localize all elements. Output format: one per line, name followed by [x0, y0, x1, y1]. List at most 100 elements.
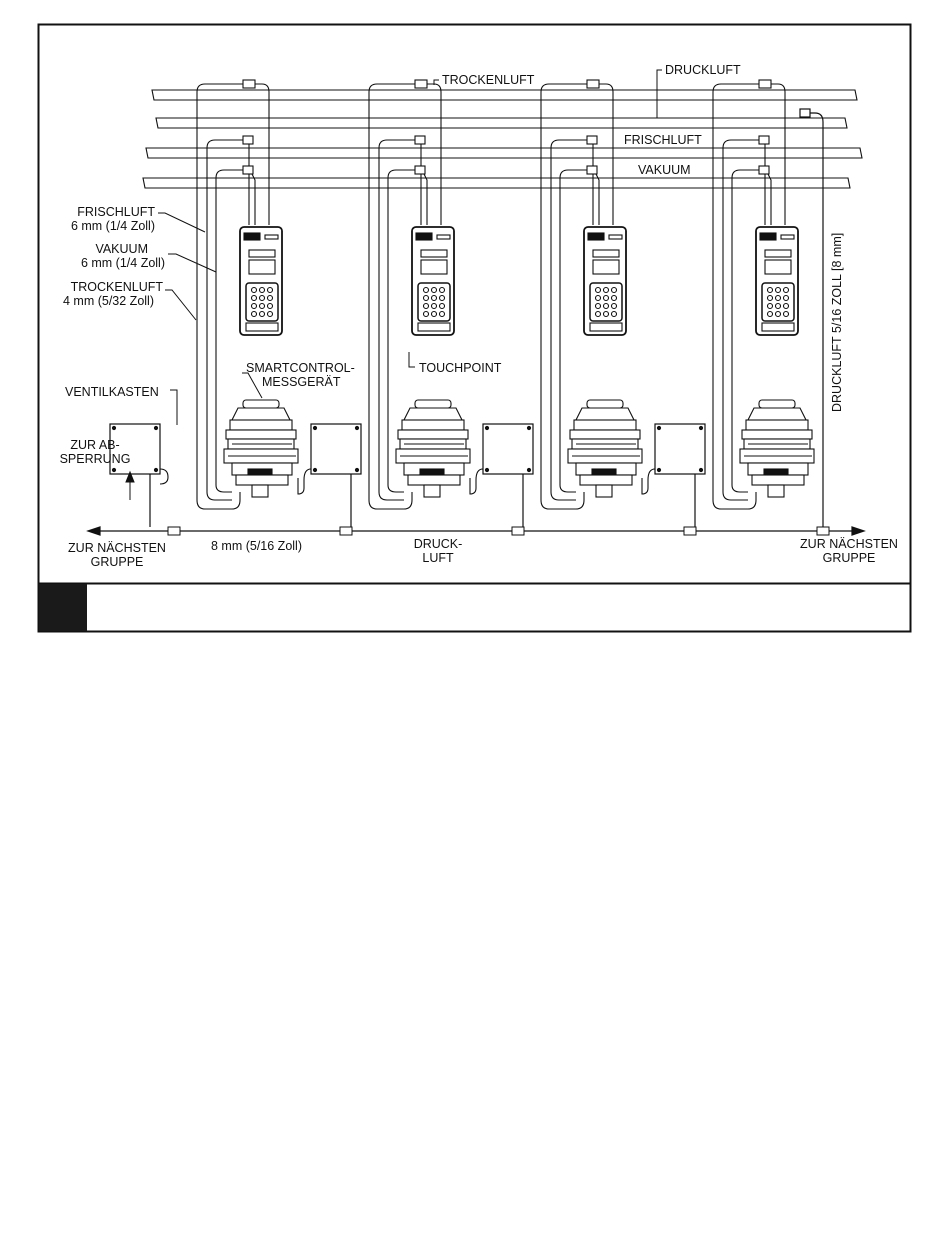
rail-fitting: [415, 166, 425, 174]
rail-fitting: [243, 80, 255, 88]
rail-fitting: [243, 136, 253, 144]
keypad-key: [440, 304, 445, 309]
box-body: [483, 424, 533, 474]
panel-logo: [416, 233, 432, 240]
meter-label: [764, 469, 788, 474]
meter-ring: [230, 420, 292, 430]
label-druckluft-bottom-line1: DRUCK-: [414, 537, 463, 551]
meter-cap: [759, 400, 795, 408]
keypad-key: [268, 304, 273, 309]
keypad-key: [596, 288, 601, 293]
panel-badge: [609, 235, 622, 239]
panel-footer: [762, 323, 794, 331]
label-druckluft-bottom-line2: LUFT: [422, 551, 454, 565]
keypad-key: [596, 312, 601, 317]
panel-screen: [593, 260, 619, 274]
panel-logo: [244, 233, 260, 240]
label-frischluft-rail: FRISCHLUFT: [624, 133, 702, 147]
meter-base: [408, 475, 460, 485]
label-ventilkasten: VENTILKASTEN: [65, 385, 159, 399]
keypad-key: [440, 296, 445, 301]
box-screw: [486, 469, 489, 472]
keypad-key: [432, 288, 437, 293]
panel-display: [249, 250, 275, 257]
rail-fitting: [415, 136, 425, 144]
tee-fitting: [817, 527, 829, 535]
panel-display: [421, 250, 447, 257]
meter-dome: [232, 408, 290, 420]
panel-logo: [760, 233, 776, 240]
rail-fitting: [587, 80, 599, 88]
rail-fitting: [759, 80, 771, 88]
panel-screen: [421, 260, 447, 274]
meter-label: [420, 469, 444, 474]
keypad-key: [784, 312, 789, 317]
box-screw: [658, 469, 661, 472]
keypad-key: [596, 296, 601, 301]
rail-fitting: [759, 136, 769, 144]
keypad-key: [604, 296, 609, 301]
meter-dome: [748, 408, 806, 420]
meter-ring: [574, 420, 636, 430]
panel-footer: [590, 323, 622, 331]
keypad-key: [260, 304, 265, 309]
keypad-key: [776, 288, 781, 293]
keypad-key: [252, 312, 257, 317]
meter-outlet: [596, 485, 612, 497]
keypad-key: [432, 312, 437, 317]
panel-badge: [437, 235, 450, 239]
rail-fitting: [243, 166, 253, 174]
box-body: [311, 424, 361, 474]
panel-screen: [249, 260, 275, 274]
label-smartcontrol-line1: SMARTCONTROL-: [246, 361, 355, 375]
box-screw: [113, 427, 116, 430]
keypad-key: [604, 304, 609, 309]
keypad-key: [440, 312, 445, 317]
meter-outlet: [424, 485, 440, 497]
panel-footer: [246, 323, 278, 331]
rail-fitting: [415, 80, 427, 88]
panel-display: [593, 250, 619, 257]
panel-screen: [765, 260, 791, 274]
keypad-key: [260, 288, 265, 293]
keypad-key: [432, 304, 437, 309]
label-pipe-size: 8 mm (5/16 Zoll): [211, 539, 302, 553]
keypad-key: [784, 288, 789, 293]
rail-trockenluft: [152, 90, 857, 100]
caption-block: [39, 584, 87, 631]
label-trockenluft-top: TROCKENLUFT: [442, 73, 535, 87]
panel-logo: [588, 233, 604, 240]
meter-label: [248, 469, 272, 474]
label-trockenluft-line1: TROCKENLUFT: [71, 280, 164, 294]
meter-cap: [243, 400, 279, 408]
box-screw: [700, 427, 703, 430]
keypad-key: [252, 288, 257, 293]
label-zur-absperrung-line1: ZUR AB-: [70, 438, 119, 452]
keypad-key: [768, 288, 773, 293]
meter-ring: [746, 420, 808, 430]
meter-outlet: [252, 485, 268, 497]
rail-fitting: [759, 166, 769, 174]
box-screw: [356, 427, 359, 430]
keypad-key: [252, 296, 257, 301]
label-vakuum-line1: VAKUUM: [95, 242, 148, 256]
label-frischluft-line2: 6 mm (1/4 Zoll): [71, 219, 155, 233]
meter-ring: [398, 430, 468, 439]
keypad-key: [260, 296, 265, 301]
rail-fitting: [587, 166, 597, 174]
meter-cap: [415, 400, 451, 408]
keypad-key: [612, 312, 617, 317]
box-screw: [356, 469, 359, 472]
keypad-key: [776, 296, 781, 301]
label-vakuum-rail: VAKUUM: [638, 163, 691, 177]
keypad-key: [260, 312, 265, 317]
label-trockenluft-line2: 4 mm (5/32 Zoll): [63, 294, 154, 308]
label-druckluft-top: DRUCKLUFT: [665, 63, 741, 77]
rail-fitting: [587, 136, 597, 144]
keypad-key: [432, 296, 437, 301]
panel-display: [765, 250, 791, 257]
keypad-key: [784, 304, 789, 309]
keypad-key: [768, 304, 773, 309]
keypad-key: [784, 296, 789, 301]
